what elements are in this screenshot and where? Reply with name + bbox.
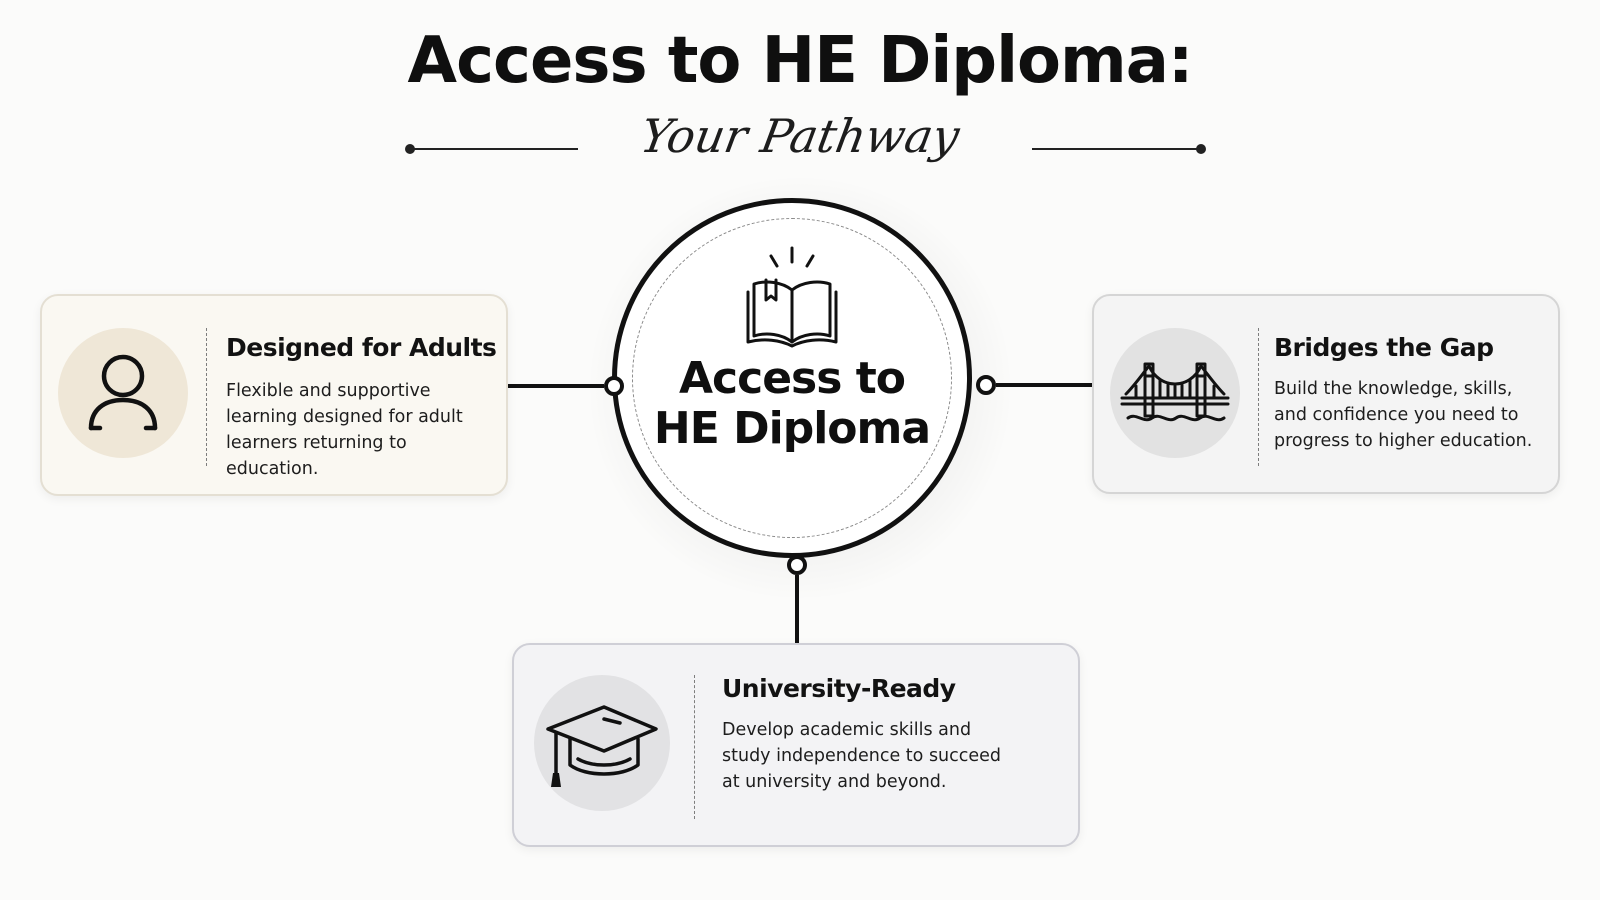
bridge-icon [1120,362,1230,422]
card-description: Flexible and supportive learning designe… [226,381,463,479]
rule-right-line [1032,148,1202,150]
card-title: Bridges the Gap [1274,333,1494,362]
card-divider [1258,328,1259,466]
hub-node-bottom [787,555,807,575]
hub-label: Access to HE Diploma [653,353,931,454]
person-icon-badge [58,328,188,458]
bridge-icon-badge [1110,328,1240,458]
open-book-icon [746,246,838,348]
card-divider [206,328,207,466]
rule-right-dot [1196,144,1206,154]
card-description: Develop academic skills and study indepe… [722,720,1002,792]
graduation-cap-icon-badge [534,675,670,811]
card-title: University-Ready [722,674,956,703]
card-description: Build the knowledge, skills, and confide… [1274,379,1533,451]
page-title: Access to HE Diploma: [407,24,1194,98]
card-designed-for-adults: Designed for Adults Flexible and support… [40,294,508,496]
card-university-ready: University-Ready Develop academic skills… [512,643,1080,847]
hub-node-right [976,375,996,395]
card-bridges-the-gap: Bridges the Gap Build the knowledge, ski… [1092,294,1560,494]
rule-left-line [410,148,578,150]
card-title: Designed for Adults [226,333,497,362]
person-icon [88,354,158,431]
card-divider [694,675,695,819]
graduation-cap-icon [546,705,658,787]
hub-node-left [604,376,624,396]
hub-inner-ring [632,218,952,538]
